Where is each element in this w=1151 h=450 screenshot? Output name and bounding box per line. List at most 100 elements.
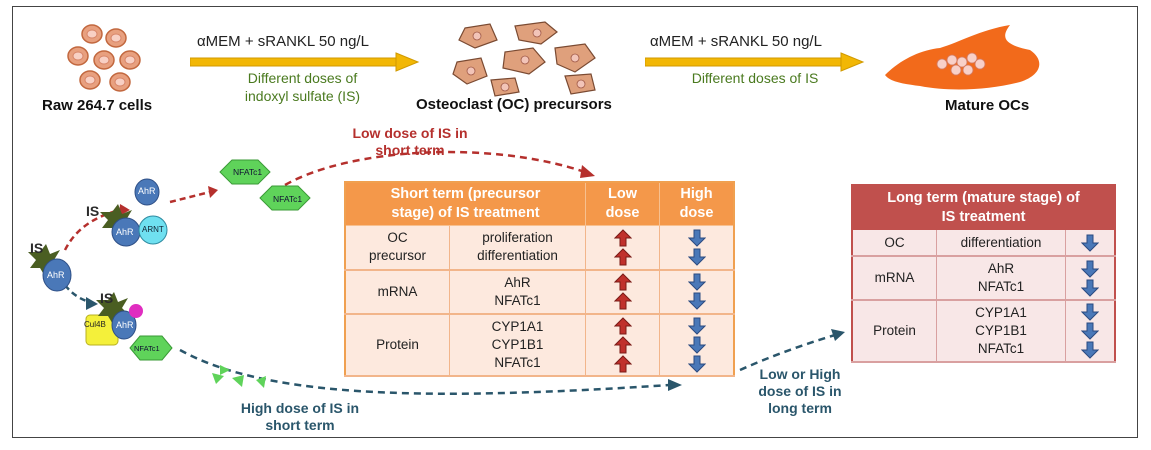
- nfatc1-label-3: NFATc1: [134, 344, 160, 353]
- long-row-items: differentiation: [936, 230, 1066, 257]
- step1-arrow: [190, 52, 420, 72]
- short-header-title: Short term (precursor stage) of IS treat…: [344, 181, 586, 226]
- figure-frame: [12, 6, 1138, 438]
- high-dose-arrows: [664, 229, 729, 266]
- low-line1: Low: [608, 186, 637, 202]
- long-row-category: Protein: [852, 300, 937, 363]
- pathway-schematic: [28, 150, 682, 395]
- long-effect-arrows: [1070, 260, 1110, 297]
- long-item: differentiation: [960, 234, 1042, 250]
- short-row-high: [659, 313, 734, 377]
- long-table-row: OC differentiation: [852, 230, 1115, 257]
- up-arrow-icon: [613, 248, 632, 266]
- short-category-line: precursor: [368, 248, 427, 264]
- short-item: CYP1B1: [491, 336, 544, 352]
- short-row-high: [659, 269, 734, 315]
- high-dose-arrows: [664, 273, 729, 310]
- long-effect-arrows: [1070, 303, 1110, 359]
- short-item: NFATc1: [494, 354, 541, 370]
- long-row-category: mRNA: [852, 256, 937, 301]
- long-note-line2: dose of IS in: [758, 383, 842, 399]
- long-note-line1: Low or High: [759, 366, 841, 382]
- step1-dose-note: Different doses of indoxyl sulfate (IS): [195, 69, 410, 105]
- long-item: NFATc1: [977, 279, 1025, 294]
- down-arrow-icon: [1081, 234, 1099, 252]
- short-header-low: Low dose: [585, 181, 660, 226]
- down-arrow-icon: [1081, 303, 1099, 321]
- short-row-low: [585, 225, 660, 271]
- long-item: NFATc1: [977, 341, 1025, 356]
- short-row-high: [659, 225, 734, 271]
- long-header-line2: IS treatment: [941, 209, 1026, 225]
- high-dose-note: High dose of IS in short term: [220, 400, 380, 434]
- down-arrow-icon: [687, 248, 706, 266]
- down-arrow-icon: [1081, 341, 1099, 359]
- high-dose-line2: short term: [265, 417, 335, 433]
- short-category-line: mRNA: [377, 283, 418, 299]
- high-line1: High: [680, 186, 713, 202]
- low-dose-arrows: [590, 316, 655, 373]
- step1-dose-line1: Different doses of: [247, 70, 358, 86]
- up-arrow-icon: [613, 292, 632, 310]
- down-arrow-icon: [687, 336, 706, 354]
- short-item: differentiation: [477, 248, 558, 264]
- ahr-label-upper2: AhR: [116, 227, 134, 237]
- short-row-category: mRNA: [345, 269, 450, 315]
- mature-oc-illustration: [885, 25, 1040, 90]
- long-table-row: mRNA AhR NFATc1: [852, 256, 1115, 301]
- short-header-line1: Short term (precursor: [390, 186, 541, 202]
- short-row-low: [585, 313, 660, 377]
- cul4b-label: Cul4B: [84, 320, 106, 329]
- short-category-line: Protein: [376, 336, 419, 352]
- high-line2: dose: [679, 205, 714, 221]
- up-arrow-icon: [613, 354, 632, 372]
- long-item: CYP1A1: [975, 305, 1027, 320]
- long-item: AhR: [987, 261, 1015, 276]
- short-row-category: Protein: [345, 313, 450, 377]
- raw-cells-illustration: [67, 24, 141, 92]
- long-header-title: Long term (mature stage) of IS treatment: [852, 185, 1115, 230]
- step2-arrow: [645, 52, 865, 72]
- nfatc1-label-1: NFATc1: [233, 167, 263, 177]
- down-arrow-icon: [1081, 279, 1099, 297]
- down-arrow-icon: [1081, 260, 1099, 278]
- low-line2: dose: [605, 205, 640, 221]
- is-label-upper: IS: [86, 203, 100, 219]
- is-label-left: IS: [30, 240, 44, 256]
- short-category-line: OC: [387, 230, 408, 246]
- step2-reagent: αMEM + sRANKL 50 ng/L: [650, 33, 822, 50]
- short-header-line2: stage) of IS treatment: [391, 205, 540, 221]
- long-effect-arrows: [1070, 234, 1110, 252]
- long-row-category: OC: [852, 230, 937, 257]
- raw-cells-label: Raw 264.7 cells: [42, 97, 153, 114]
- down-arrow-icon: [687, 355, 706, 373]
- step1-dose-line2: indoxyl sulfate (IS): [244, 88, 361, 104]
- long-term-table: Long term (mature stage) of IS treatment…: [851, 184, 1116, 363]
- long-row-effect: [1065, 300, 1115, 363]
- ahr-label-left: AhR: [47, 270, 65, 280]
- high-dose-line1: High dose of IS in: [240, 400, 360, 416]
- down-arrow-icon: [687, 317, 706, 335]
- up-arrow-icon: [613, 229, 632, 247]
- down-arrow-icon: [687, 229, 706, 247]
- short-row-category: OC precursor: [345, 225, 450, 271]
- long-row-items: AhR NFATc1: [936, 256, 1066, 301]
- up-arrow-icon: [613, 316, 632, 334]
- long-row-effect: [1065, 230, 1115, 257]
- step2-dose-note: Different doses of IS: [691, 70, 819, 86]
- down-arrow-icon: [1081, 322, 1099, 340]
- long-header-line1: Long term (mature stage) of: [887, 190, 1080, 206]
- low-dose-line1: Low dose of IS in: [352, 125, 468, 141]
- precursor-label: Osteoclast (OC) precursors: [416, 96, 612, 113]
- short-header-high: High dose: [659, 181, 735, 226]
- down-arrow-icon: [687, 273, 706, 291]
- down-arrow-icon: [687, 292, 706, 310]
- low-dose-arrows: [590, 229, 655, 266]
- up-arrow-icon: [613, 335, 632, 353]
- long-row-effect: [1065, 256, 1115, 301]
